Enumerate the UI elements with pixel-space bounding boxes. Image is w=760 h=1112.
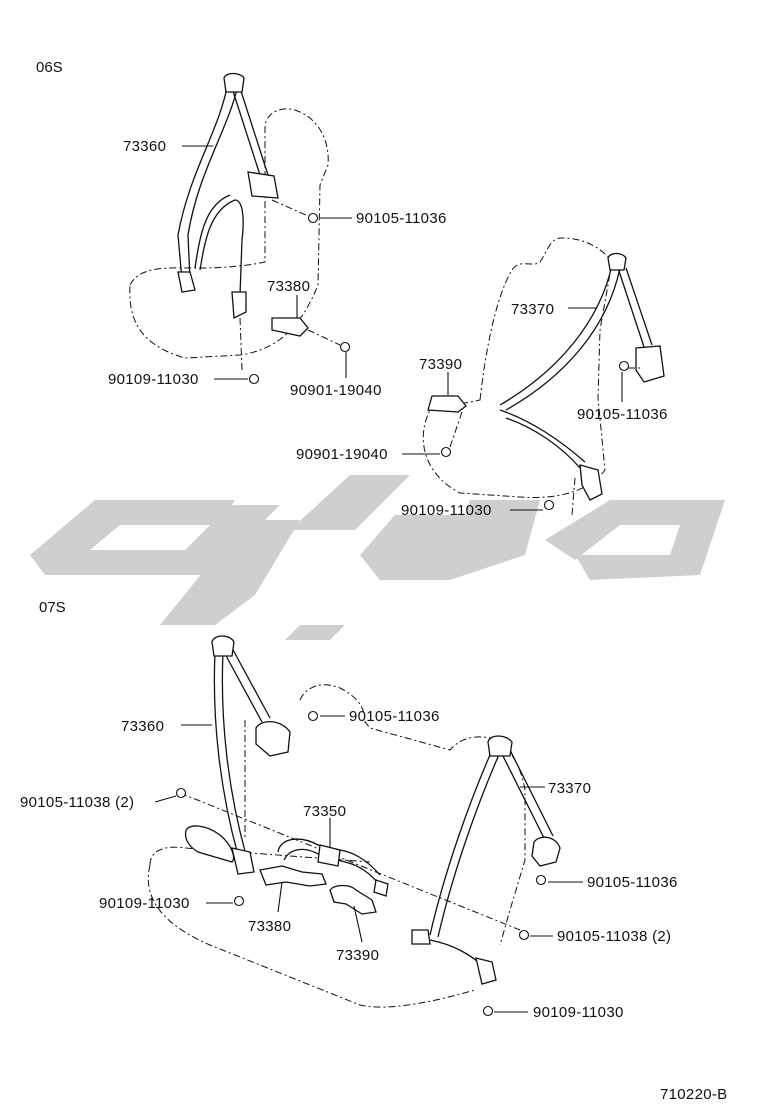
bolt-icon xyxy=(535,874,547,886)
07s-center-belt-73350 xyxy=(277,838,389,897)
callout-73370: 73370 xyxy=(548,780,591,797)
bolt-icon xyxy=(175,787,187,799)
07s-left-belt-73360 xyxy=(184,635,291,875)
callout-90109-11030: 90109-11030 xyxy=(401,502,492,519)
07s-buckle-73380 xyxy=(259,865,327,887)
section-label-07s: 07S xyxy=(39,599,66,616)
callout-90109-11030: 90109-11030 xyxy=(108,371,199,388)
bolt-icon xyxy=(518,929,530,941)
callout-90105-11036: 90105-11036 xyxy=(587,874,678,891)
06s-left-buckle-73380 xyxy=(271,317,309,337)
bolt-icon xyxy=(307,710,319,722)
bolt-icon xyxy=(482,1005,494,1017)
callout-73360: 73360 xyxy=(121,718,164,735)
bolt-icon xyxy=(271,199,319,224)
callout-73390: 73390 xyxy=(419,356,462,373)
bolt-icon xyxy=(233,895,245,907)
bolt-icon xyxy=(239,317,260,385)
06s-right-seat-outline xyxy=(422,237,613,499)
06s-right-buckle-73390 xyxy=(427,395,467,413)
callout-90901-19040: 90901-19040 xyxy=(290,382,382,399)
callout-90109-11030: 90109-11030 xyxy=(99,895,190,912)
watermark-logo xyxy=(30,475,725,640)
callout-73380: 73380 xyxy=(248,918,291,935)
callout-73370: 73370 xyxy=(511,301,554,318)
callout-73390: 73390 xyxy=(336,947,379,964)
callout-73360: 73360 xyxy=(123,138,166,155)
callout-73350: 73350 xyxy=(303,803,346,820)
callout-90105-11036: 90105-11036 xyxy=(577,406,668,423)
callout-90105-11036: 90105-11036 xyxy=(356,210,447,227)
callout-90105-11038: 90105-11038 (2) xyxy=(557,928,671,945)
bolt-icon xyxy=(440,411,463,458)
bolt-icon xyxy=(307,329,351,353)
callout-90105-11038: 90105-11038 (2) xyxy=(20,794,134,811)
section-label-06s: 06S xyxy=(36,59,63,76)
callout-90109-11030: 90109-11030 xyxy=(533,1004,624,1021)
06s-right-belt-73370 xyxy=(499,252,665,501)
07s-buckle-73390 xyxy=(329,884,377,915)
callout-73380: 73380 xyxy=(267,278,310,295)
bolt-icon xyxy=(618,360,640,372)
figure-id: 710220-B xyxy=(660,1086,727,1103)
callout-90901-19040: 90901-19040 xyxy=(296,446,388,463)
07s-right-belt-73370 xyxy=(411,735,561,985)
06s-left-belt-73360 xyxy=(177,72,279,320)
bolt-icon xyxy=(543,477,576,516)
callout-90105-11036: 90105-11036 xyxy=(349,708,440,725)
